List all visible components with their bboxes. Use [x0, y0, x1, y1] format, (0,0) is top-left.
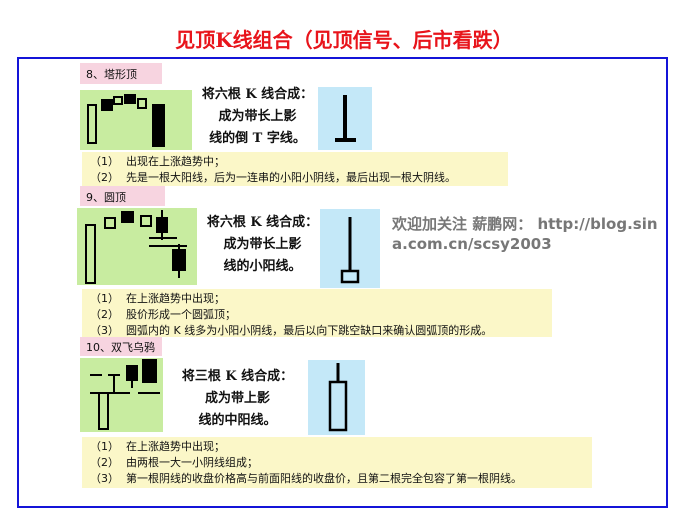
list-item: （2）先是一根大阳线，后为一连串的小阳小阴线，最后出现一根大阴线。 — [90, 171, 456, 184]
rounded-top-candles — [77, 208, 197, 285]
watermark: 欢迎加关注 薪鹏网： http://blog.sina.com.cn/scsy2… — [392, 215, 658, 253]
desc-line: 成为带上影 — [204, 391, 270, 406]
list-item: （2）股价形成一个圆弧顶； — [90, 308, 236, 321]
desc-line: 将三根 K 线合成： — [181, 369, 294, 384]
medium-yang-candle — [308, 360, 365, 435]
tower-top-candles — [80, 90, 192, 150]
list-item: （3）圆弧内的 K 线多为小阳小阴线，最后以向下跳空缺口来确认圆弧顶的形成。 — [90, 324, 493, 337]
page-title: 见顶K线组合（见顶信号、后市看跌） — [175, 28, 513, 52]
section-9-desc: 将六根 K 线合成： 成为带长上影线的小阳线。 — [205, 212, 320, 278]
section-10-points: （1）在上涨趋势中出现； （2）由两根一大一小阴线组成； （3）第一根阴线的收盘… — [82, 437, 592, 488]
section-8-label: 8、塔形顶 — [80, 63, 162, 84]
desc-line: 线的小阳线。 — [223, 259, 302, 274]
desc-line: 线的中阳线。 — [198, 413, 277, 428]
list-item: （1）在上涨趋势中出现； — [90, 292, 225, 305]
section-9-points: （1）在上涨趋势中出现； （2）股价形成一个圆弧顶； （3）圆弧内的 K 线多为… — [82, 289, 552, 337]
list-item: （1）出现在上涨趋势中； — [90, 155, 225, 168]
desc-line: 将六根 K 线合成： — [201, 87, 314, 102]
two-crows-candles — [80, 358, 163, 432]
section-10-label: 10、双飞乌鸦 — [80, 337, 162, 356]
desc-line: 成为带长上影 — [218, 109, 297, 124]
list-item: （3）第一根阴线的收盘价格高与前面阳线的收盘价，且第二根完全包容了第一根阴线。 — [90, 472, 522, 485]
list-item: （2）由两根一大一小阴线组成； — [90, 456, 258, 469]
desc-line: 将六根 K 线合成： — [206, 215, 319, 230]
list-item: （1）在上涨趋势中出现； — [90, 440, 225, 453]
section-9-label: 9、圆顶 — [80, 186, 165, 206]
section-10-desc: 将三根 K 线合成： 成为带上影线的中阳线。 — [180, 366, 295, 432]
section-8-desc: 将六根 K 线合成： 成为带长上影线的倒 T 字线。 — [200, 84, 315, 150]
desc-line: 成为带长上影 — [223, 237, 302, 252]
section-8-points: （1）出现在上涨趋势中； （2）先是一根大阳线，后为一连串的小阳小阴线，最后出现… — [82, 152, 508, 186]
inverted-t-candle — [318, 87, 372, 150]
content-frame — [17, 57, 668, 508]
small-yang-candle — [320, 209, 380, 288]
desc-line: 线的倒 T 字线。 — [209, 131, 306, 146]
